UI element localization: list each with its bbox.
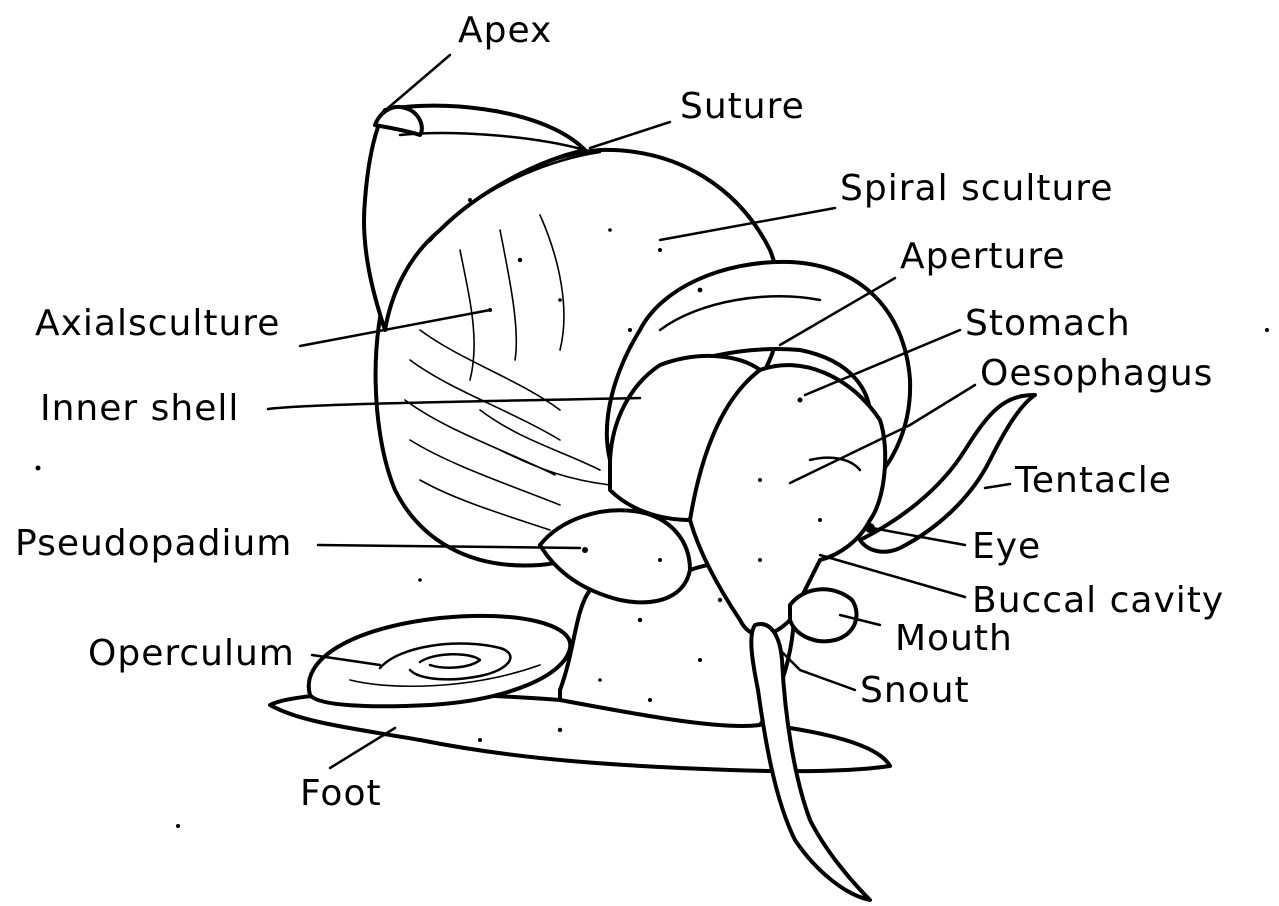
label-aperture: Aperture <box>900 236 1066 277</box>
label-suture: Suture <box>680 86 805 127</box>
pseudopodium-shape <box>540 510 690 602</box>
leader-apex <box>388 55 450 108</box>
label-snout: Snout <box>860 670 970 711</box>
label-foot: Foot <box>300 773 382 814</box>
label-spiral-sculture: Spiral sculture <box>840 168 1113 209</box>
label-oesophagus: Oesophagus <box>980 353 1213 394</box>
label-stomach: Stomach <box>965 303 1131 344</box>
label-mouth: Mouth <box>895 618 1013 659</box>
leader-buccal-cavity <box>820 555 965 597</box>
leader-snout <box>780 650 855 690</box>
label-eye: Eye <box>972 526 1041 567</box>
leader-suture <box>590 122 670 148</box>
mouth-shape <box>790 589 857 641</box>
leader-tentacle <box>985 484 1010 488</box>
label-pseudopadium: Pseudopadium <box>15 523 292 564</box>
label-inner-shell: Inner shell <box>40 388 239 429</box>
label-tentacle: Tentacle <box>1014 460 1172 501</box>
leader-foot <box>330 728 395 768</box>
label-apex: Apex <box>458 10 552 51</box>
label-operculum: Operculum <box>88 633 295 674</box>
label-axial-sculture: Axialsculture <box>35 303 280 344</box>
label-buccal-cavity: Buccal cavity <box>972 580 1224 621</box>
